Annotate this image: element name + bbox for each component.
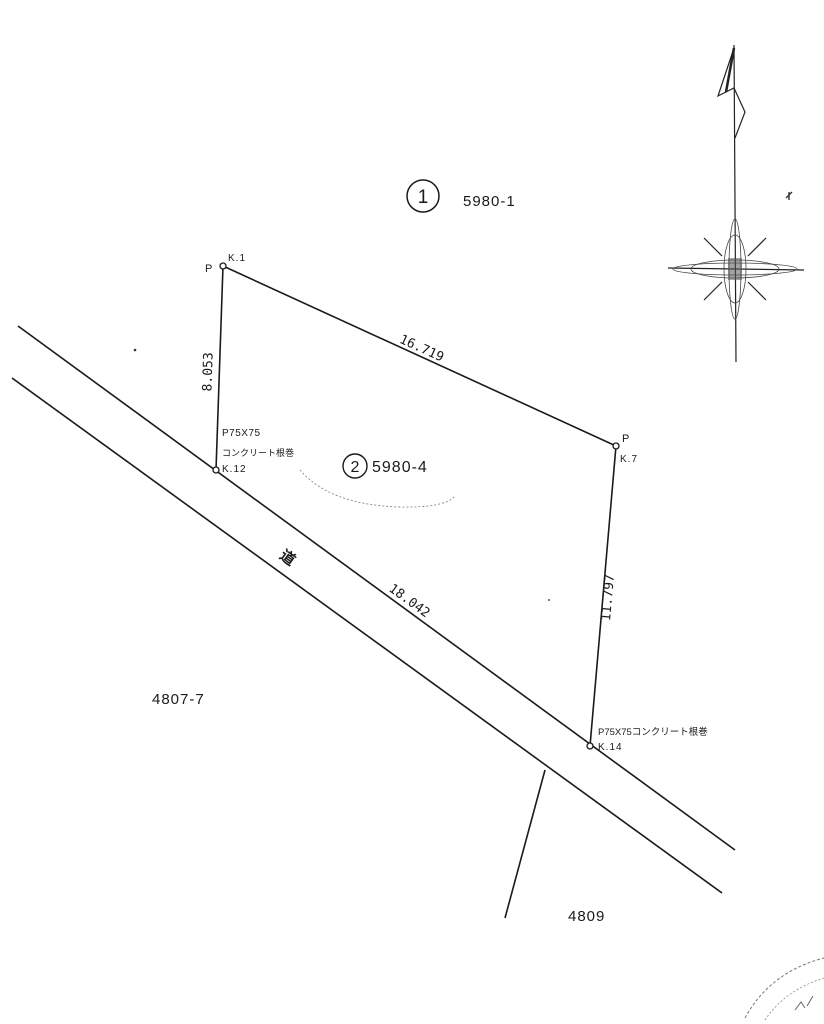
parcel-1-circle <box>406 179 440 213</box>
point-k14-marker <box>586 742 594 750</box>
parcel-2-circle <box>342 453 368 479</box>
seal-stamp-fragment <box>744 957 824 1021</box>
lot-4807-7: 4807-7 <box>152 691 205 708</box>
parcel-1-lot: 5980-1 <box>463 193 516 210</box>
dimension-south-side: 18.042 <box>386 581 433 621</box>
north-arrow-icon <box>667 44 805 363</box>
parcel-boundary <box>215 264 617 747</box>
point-k12-marker <box>212 466 220 474</box>
boundary-line-4809 <box>504 769 546 919</box>
point-k1-type: P <box>205 263 212 275</box>
dimension-north-side: 16.719 <box>397 332 446 365</box>
parcel-2-number: 2 <box>351 459 360 476</box>
dimension-west-side: 8.053 <box>200 352 216 392</box>
dimension-east-side: 11.797 <box>599 574 618 622</box>
parcel-2-lot: 5980-4 <box>372 459 428 476</box>
stray-mark <box>548 599 550 601</box>
parcel-1-number: 1 <box>418 187 429 208</box>
lot-4809: 4809 <box>568 908 605 925</box>
point-k12-name: K.12 <box>222 464 247 475</box>
point-k1-name: K.1 <box>228 253 246 264</box>
point-k12-type: P75X75 <box>222 428 261 439</box>
point-k7-marker <box>612 442 620 450</box>
point-k14-name: K.14 <box>598 742 623 753</box>
point-k12-material: コンクリート根巻 <box>222 447 294 458</box>
point-k7-type: P <box>622 433 629 445</box>
road-label: 道 <box>276 546 299 569</box>
road-edge-north <box>17 325 736 851</box>
point-k1-marker <box>219 262 227 270</box>
point-k7-name: K.7 <box>620 454 638 465</box>
point-k14-label: P75X75コンクリート根巻 <box>598 726 708 738</box>
parcel-2-faint-arc <box>299 469 456 508</box>
road-edge-south <box>11 377 723 894</box>
stray-mark <box>785 191 793 200</box>
stray-mark <box>133 348 137 352</box>
